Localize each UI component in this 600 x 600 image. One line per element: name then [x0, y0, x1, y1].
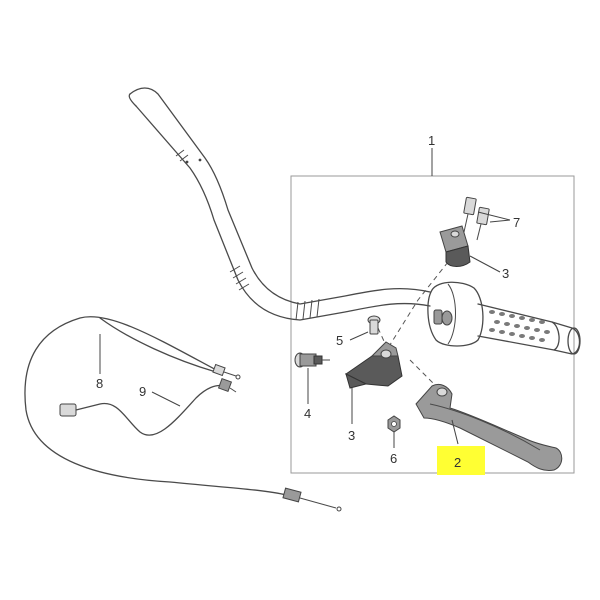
callout-1: 1 [428, 133, 435, 148]
upper-clamp-part-3 [439, 225, 471, 267]
callout-7: 7 [513, 215, 520, 230]
alignment-line-clamp [387, 261, 449, 349]
alignment-line-lever [409, 359, 441, 391]
adjuster-part-4 [294, 352, 330, 368]
callout-6: 6 [390, 451, 397, 466]
callout-3-lower: 3 [348, 428, 355, 443]
screws-part-7 [463, 196, 490, 241]
cable-part-8 [24, 316, 342, 512]
screw-part-5 [367, 315, 381, 335]
callout-8: 8 [96, 376, 103, 391]
handle-grip [477, 303, 581, 355]
assembly-box [290, 175, 575, 474]
handlebar [128, 87, 431, 321]
callout-3-upper: 3 [502, 266, 509, 281]
callout-5: 5 [336, 333, 343, 348]
nut-part-6 [387, 415, 401, 433]
switch-housing [427, 281, 484, 347]
cable-part-9 [59, 377, 237, 436]
clutch-lever-part-2 [415, 383, 563, 471]
callout-9: 9 [139, 384, 146, 399]
lever-bracket-part-3 [345, 341, 403, 389]
callout-2: 2 [454, 455, 461, 470]
callout-4: 4 [304, 406, 311, 421]
leader-lines [99, 148, 511, 448]
highlight-part-2 [437, 446, 485, 475]
